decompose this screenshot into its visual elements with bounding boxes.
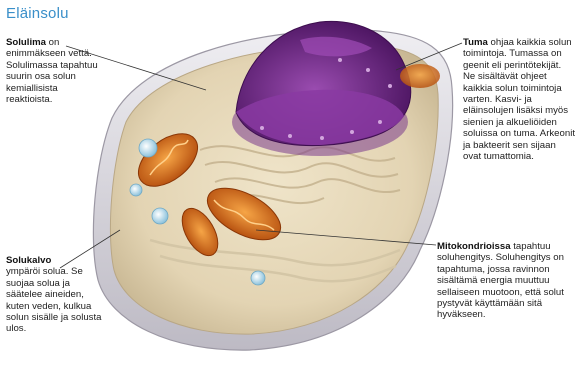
label-mitokondriot-text: tapahtuu soluhengitys. Soluhengitys on t…: [437, 241, 564, 320]
label-tuma: Tuma ohjaa kaikkia solun toimintoja. Tum…: [463, 37, 575, 162]
label-tuma-term: Tuma: [463, 37, 488, 48]
label-solulima-term: Solulima: [6, 37, 46, 48]
label-solulima: Solulima on enimmäk­seen vettä. Solulima…: [6, 37, 101, 105]
lysosome: [400, 64, 440, 88]
label-solukalvo: Solukalvo ympäröi solua. Se suojaa solua…: [6, 255, 106, 335]
label-tuma-text: ohjaa kaikkia solun toimintoja. Tumassa …: [463, 37, 575, 162]
label-solukalvo-text: ympäröi solua. Se suojaa solua ja säätel…: [6, 266, 101, 334]
label-solukalvo-term: Solukalvo: [6, 255, 51, 266]
diagram-title: Eläinsolu: [6, 5, 69, 22]
label-mitokondriot: Mitokondrioissa tapahtuu soluhengitys. S…: [437, 241, 577, 321]
label-mitokondriot-term: Mitokondrioissa: [437, 241, 511, 252]
